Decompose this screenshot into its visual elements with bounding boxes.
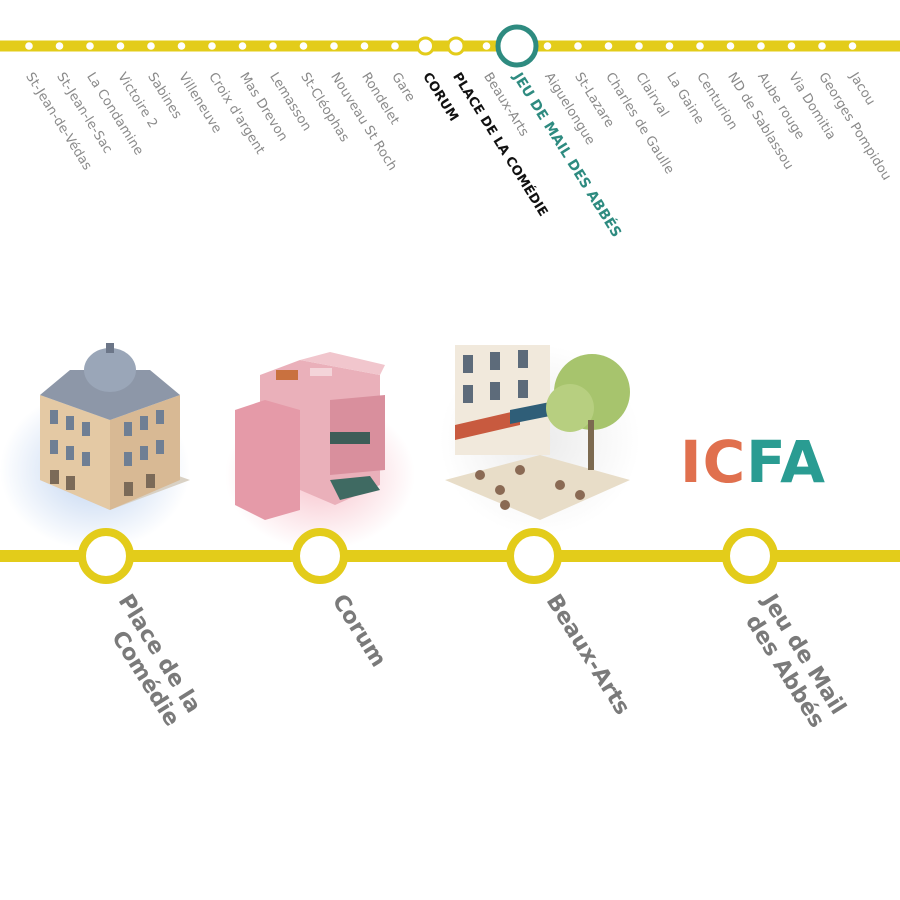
station-dot	[391, 42, 399, 50]
station-dot	[330, 42, 338, 50]
station-dot	[726, 42, 735, 50]
station-dot	[55, 42, 64, 50]
icfa-logo: ICFA	[680, 428, 827, 496]
station-dot	[360, 42, 369, 50]
station-dot	[543, 42, 552, 50]
station-dot	[208, 42, 216, 50]
station-dot	[299, 42, 308, 50]
haussmann-building-illustration	[0, 343, 190, 550]
station-dot	[116, 42, 125, 50]
station-dot	[787, 42, 796, 50]
stop-marker	[292, 528, 348, 584]
station-dot	[86, 42, 94, 50]
station-dot	[416, 36, 435, 56]
station-dot	[757, 42, 765, 50]
stop-marker	[722, 528, 778, 584]
current-station-marker	[495, 24, 539, 68]
station-dot	[818, 42, 826, 50]
station-dot	[574, 42, 582, 50]
station-dot	[25, 42, 33, 50]
station-dot	[482, 42, 491, 50]
station-dot	[848, 42, 857, 50]
stop-marker	[506, 528, 562, 584]
stop-marker	[78, 528, 134, 584]
station-dot	[238, 42, 247, 50]
station-dot	[635, 42, 643, 50]
station-dot	[665, 42, 674, 50]
cafe-terrace-illustration	[440, 345, 640, 535]
station-dot	[696, 42, 704, 50]
station-dot	[604, 42, 613, 50]
station-dot	[446, 36, 466, 56]
station-dot	[269, 42, 277, 50]
corum-pink-building-illustration	[225, 352, 415, 550]
station-dot	[177, 42, 186, 50]
station-dot	[147, 42, 155, 50]
